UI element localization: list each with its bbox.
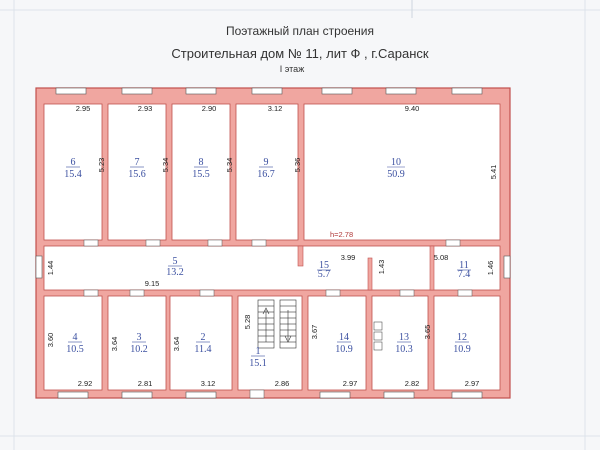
svg-text:3.60: 3.60 xyxy=(46,333,55,348)
svg-text:1.43: 1.43 xyxy=(377,260,386,275)
svg-text:3.12: 3.12 xyxy=(201,379,216,388)
dimensions-top-widths: 2.95 2.93 2.90 3.12 9.40 xyxy=(76,104,420,113)
svg-text:5.34: 5.34 xyxy=(225,158,234,173)
doors xyxy=(83,239,473,399)
window-right xyxy=(503,255,511,279)
room-8 xyxy=(171,103,231,241)
room-number: 5 xyxy=(173,256,178,267)
room-7 xyxy=(107,103,167,241)
svg-text:2.92: 2.92 xyxy=(78,379,93,388)
svg-text:3.64: 3.64 xyxy=(110,337,119,352)
svg-text:5.08: 5.08 xyxy=(434,253,449,262)
partition xyxy=(367,257,373,291)
room-12 xyxy=(433,295,501,391)
ceiling-height-note: h=2.78 xyxy=(330,230,353,239)
svg-text:2.90: 2.90 xyxy=(202,104,217,113)
svg-text:2.95: 2.95 xyxy=(76,104,91,113)
room-10 xyxy=(303,103,501,241)
room-area: 10.3 xyxy=(395,344,413,355)
svg-text:5.41: 5.41 xyxy=(489,165,498,180)
room-number: 10 xyxy=(391,157,401,168)
room-area: 7.4 xyxy=(458,269,471,280)
room-area: 50.9 xyxy=(387,169,405,180)
room-9 xyxy=(235,103,299,241)
svg-text:5.28: 5.28 xyxy=(243,315,252,330)
fixture xyxy=(373,321,383,351)
svg-text:3.67: 3.67 xyxy=(310,325,319,340)
svg-text:1.46: 1.46 xyxy=(486,261,495,276)
dimensions-bottom-widths: 2.92 2.81 3.12 2.86 2.97 2.82 2.97 xyxy=(78,379,480,388)
room-number: 7 xyxy=(135,157,140,168)
room-area: 10.9 xyxy=(453,344,471,355)
dimensions-corridor: 1.44 9.15 3.99 1.43 5.08 1.46 xyxy=(46,253,495,288)
svg-text:2.82: 2.82 xyxy=(405,379,420,388)
room-number: 1 xyxy=(256,346,261,357)
svg-text:9.40: 9.40 xyxy=(405,104,420,113)
svg-text:3.99: 3.99 xyxy=(341,253,356,262)
room-6 xyxy=(43,103,103,241)
room-number: 9 xyxy=(264,157,269,168)
room-number: 12 xyxy=(457,332,467,343)
svg-text:9.15: 9.15 xyxy=(145,279,160,288)
plan-title: Поэтажный план строения xyxy=(226,24,374,38)
svg-text:2.97: 2.97 xyxy=(465,379,480,388)
windows-bottom xyxy=(57,391,483,399)
room-4 xyxy=(43,295,103,391)
room-area: 15.6 xyxy=(128,169,146,180)
room-14 xyxy=(307,295,367,391)
room-area: 15.4 xyxy=(64,169,82,180)
svg-text:5.36: 5.36 xyxy=(293,158,302,173)
room-number: 3 xyxy=(137,332,142,343)
room-area: 11.4 xyxy=(194,344,211,355)
floor-label: I этаж xyxy=(279,64,305,74)
dimensions-top-heights: 5.23 5.34 5.34 5.36 5.41 xyxy=(97,158,498,180)
room-area: 16.7 xyxy=(257,169,275,180)
svg-text:2.86: 2.86 xyxy=(275,379,290,388)
partition xyxy=(429,245,435,291)
room-labels: 6 15.4 7 15.6 8 15.5 9 16.7 10 50.9 5 13… xyxy=(64,157,471,369)
svg-text:5.23: 5.23 xyxy=(97,158,106,173)
room-2 xyxy=(169,295,233,391)
svg-text:2.97: 2.97 xyxy=(343,379,358,388)
room-area: 10.2 xyxy=(130,344,148,355)
room-area: 13.2 xyxy=(166,267,184,278)
room-label-dividers xyxy=(66,166,471,357)
svg-text:3.12: 3.12 xyxy=(268,104,283,113)
room-number: 8 xyxy=(199,157,204,168)
partition xyxy=(297,245,304,267)
room-area: 15.5 xyxy=(192,169,210,180)
room-number: 14 xyxy=(339,332,349,343)
room-area: 10.5 xyxy=(66,344,84,355)
svg-text:3.64: 3.64 xyxy=(172,337,181,352)
room-1-stair xyxy=(237,295,303,391)
svg-text:2.81: 2.81 xyxy=(138,379,153,388)
room-number: 11 xyxy=(459,260,469,271)
room-area: 10.9 xyxy=(335,344,353,355)
room-number: 15 xyxy=(319,260,329,271)
svg-text:1.44: 1.44 xyxy=(46,261,55,276)
room-number: 2 xyxy=(201,332,206,343)
dimensions-bottom-heights: 3.60 3.64 3.64 5.28 3.67 3.65 xyxy=(46,315,432,352)
room-number: 6 xyxy=(71,157,76,168)
room-number: 13 xyxy=(399,332,409,343)
svg-text:5.34: 5.34 xyxy=(161,158,170,173)
svg-text:2.93: 2.93 xyxy=(138,104,153,113)
room-area: 15.1 xyxy=(249,358,267,369)
address-title: Строительная дом № 11, лит Ф , г.Саранск xyxy=(171,46,429,61)
room-5-corridor xyxy=(43,245,501,291)
window-left xyxy=(35,255,43,279)
room-area: 5.7 xyxy=(318,269,331,280)
windows-top xyxy=(55,87,483,95)
room-number: 4 xyxy=(73,332,78,343)
staircase xyxy=(257,299,297,349)
room-3 xyxy=(107,295,167,391)
svg-text:3.65: 3.65 xyxy=(423,325,432,340)
